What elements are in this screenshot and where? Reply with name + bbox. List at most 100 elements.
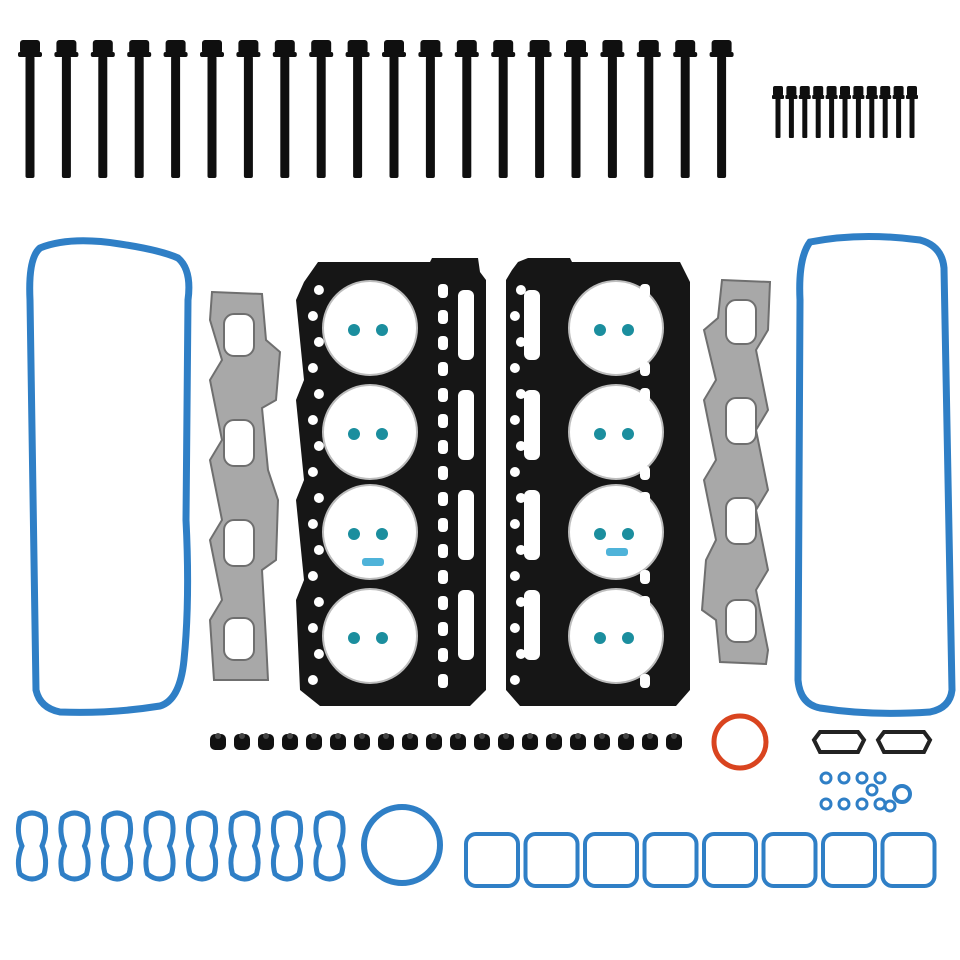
small-orings-group	[819, 771, 897, 813]
gasket-hole	[313, 597, 324, 607]
gasket-hole	[307, 363, 318, 373]
head-bolt	[564, 40, 588, 178]
valve-stem-seal	[234, 733, 250, 750]
small-oring	[865, 783, 879, 797]
bore-plug	[376, 632, 388, 644]
gasket-hole	[515, 545, 526, 555]
gasket-hole	[307, 467, 318, 477]
intake-port-seal	[702, 832, 758, 888]
valve-stem-seal	[210, 733, 226, 750]
figure8-seal	[185, 810, 219, 882]
short-bolt	[879, 86, 892, 138]
valve-stem-seal	[546, 733, 562, 750]
bore-plug	[622, 528, 634, 540]
bore-plug	[348, 528, 360, 540]
bore-plug	[376, 324, 388, 336]
head-bolt	[454, 40, 479, 178]
gasket-slot	[438, 492, 448, 506]
gasket-hole	[313, 441, 324, 451]
short-bolt	[852, 86, 865, 138]
large-round-seal	[361, 804, 443, 886]
cylinder-bore	[322, 280, 418, 376]
gasket-hole	[307, 519, 318, 529]
gasket-slot	[438, 362, 448, 376]
bore-plug	[594, 528, 606, 540]
cylinder-bore	[568, 484, 664, 580]
gasket-slot	[640, 310, 650, 324]
head-gasket-right	[506, 258, 690, 706]
blue-tab	[362, 558, 384, 566]
exhaust-gasket-right	[700, 278, 772, 666]
gasket-hole	[515, 493, 526, 503]
figure8-seal	[143, 810, 176, 882]
intake-port-seal	[880, 832, 937, 888]
gasket-hole	[515, 441, 526, 451]
intake-port-seal	[464, 832, 520, 888]
head-bolt	[236, 40, 261, 178]
gasket-slot	[524, 590, 540, 660]
short-bolt	[812, 86, 825, 138]
gasket-slot	[640, 336, 650, 350]
gasket-hole	[307, 311, 318, 321]
head-bolt	[345, 40, 370, 178]
intake-port-seal	[642, 832, 699, 888]
valve-stem-seal	[618, 733, 634, 750]
gasket-hole	[509, 519, 520, 529]
figure8-seal	[270, 810, 304, 882]
head-bolt	[418, 40, 443, 178]
valve-stem-seal	[642, 733, 658, 750]
gasket-slot	[438, 388, 448, 402]
valve-stem-seal	[450, 733, 466, 750]
gasket-slot	[458, 590, 474, 660]
figure8-seal	[58, 810, 91, 882]
gasket-slot	[640, 440, 650, 454]
head-gasket-left	[296, 258, 486, 706]
bore-plug	[376, 428, 388, 440]
gasket-slot	[458, 390, 474, 460]
gasket-slot	[640, 284, 650, 298]
cylinder-bore	[568, 588, 664, 684]
bracket-gasket-right	[875, 730, 933, 754]
gasket-hole	[509, 623, 520, 633]
gasket-slot	[438, 648, 448, 662]
head-bolt	[54, 40, 79, 178]
head-bolt	[382, 40, 406, 178]
gasket-hole	[515, 389, 526, 399]
cylinder-bore	[322, 384, 418, 480]
gasket-hole	[509, 467, 520, 477]
valve-stem-seal	[306, 733, 322, 750]
gasket-slot	[640, 596, 650, 610]
head-bolt	[709, 40, 734, 178]
short-bolt	[785, 86, 798, 138]
small-oring	[855, 771, 869, 785]
bore-plug	[622, 428, 634, 440]
gasket-hole	[509, 675, 520, 685]
gasket-hole	[515, 337, 526, 347]
gasket-slot	[524, 390, 540, 460]
head-bolt	[636, 40, 661, 178]
gasket-slot	[640, 362, 650, 376]
gasket-slot	[438, 440, 448, 454]
valve-stem-seal	[498, 733, 514, 750]
gasket-slot	[438, 674, 448, 688]
bore-plug	[622, 632, 634, 644]
valve-cover-gasket-left	[26, 237, 193, 716]
small-oring	[819, 797, 833, 811]
valve-stem-seal	[282, 733, 298, 750]
small-oring	[873, 771, 887, 785]
cylinder-bore	[568, 384, 664, 480]
small-oring	[837, 771, 851, 785]
small-oring	[819, 771, 833, 785]
head-bolt	[18, 40, 42, 178]
gasket-hole	[313, 493, 324, 503]
short-bolt	[772, 86, 784, 138]
gasket-slot	[640, 518, 650, 532]
bore-plug	[348, 324, 360, 336]
valve-stem-seal	[330, 733, 346, 750]
gasket-slot	[438, 544, 448, 558]
intake-port-seal	[583, 832, 639, 888]
gasket-slot	[438, 518, 448, 532]
gasket-slot	[438, 570, 448, 584]
gasket-hole	[509, 363, 520, 373]
